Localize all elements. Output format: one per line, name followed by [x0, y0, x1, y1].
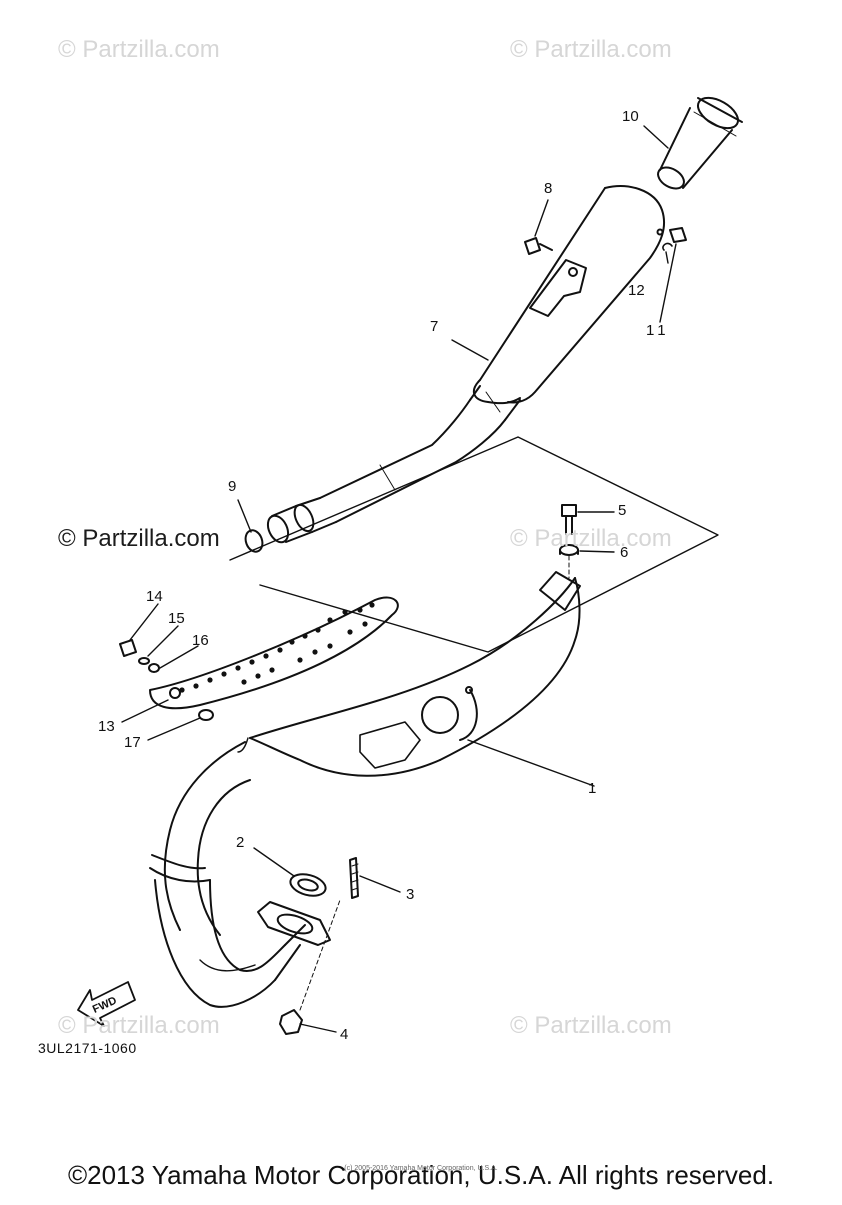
callout-14: 14: [146, 588, 163, 605]
callout-13: 13: [98, 718, 115, 735]
callout-8: 8: [544, 180, 553, 197]
diagram-code: 3UL2171-1060: [38, 1040, 137, 1056]
flange-parts: [257, 857, 359, 1035]
callout-16: 16: [192, 632, 209, 649]
watermark-middle-left: © Partzilla.com: [58, 525, 220, 552]
callout-12: 12: [628, 282, 645, 299]
screw-14-part: [119, 639, 214, 721]
callout-4: 4: [340, 1026, 349, 1043]
leader-lines: [121, 125, 677, 1033]
end-cap-part: [657, 96, 743, 190]
callout-3: 3: [406, 886, 415, 903]
watermark-bottom-left: © Partzilla.com: [58, 1012, 220, 1039]
guard-plate-part: [149, 596, 399, 710]
bolt-8-part: [524, 237, 553, 255]
screw-11-part: [662, 227, 687, 251]
callout-2: 2: [236, 834, 245, 851]
callout-1: 1: [588, 780, 597, 797]
copyright-notice: ©2013 Yamaha Motor Corporation, U.S.A. A…: [67, 1160, 775, 1190]
expansion-chamber-part: [149, 571, 581, 1008]
callout-15: 15: [168, 610, 185, 627]
callout-11: 11: [646, 322, 670, 339]
silencer-part: [266, 185, 666, 544]
watermark-top-left: © Partzilla.com: [58, 36, 220, 63]
fwd-arrow: [77, 981, 136, 1027]
callout-6: 6: [620, 544, 629, 561]
small-copyright: (c) 2005-2016 Yamaha Motor Corporation, …: [344, 1165, 498, 1172]
callout-17: 17: [124, 734, 141, 751]
callout-9: 9: [228, 478, 237, 495]
watermark-bottom-right: © Partzilla.com: [510, 1012, 672, 1039]
callout-5: 5: [618, 502, 627, 519]
watermark-top-right: © Partzilla.com: [510, 36, 672, 63]
callout-10: 10: [622, 108, 639, 125]
bolt-5-part: [559, 504, 579, 579]
watermark-middle-right: © Partzilla.com: [510, 525, 672, 552]
callout-7: 7: [430, 318, 439, 335]
